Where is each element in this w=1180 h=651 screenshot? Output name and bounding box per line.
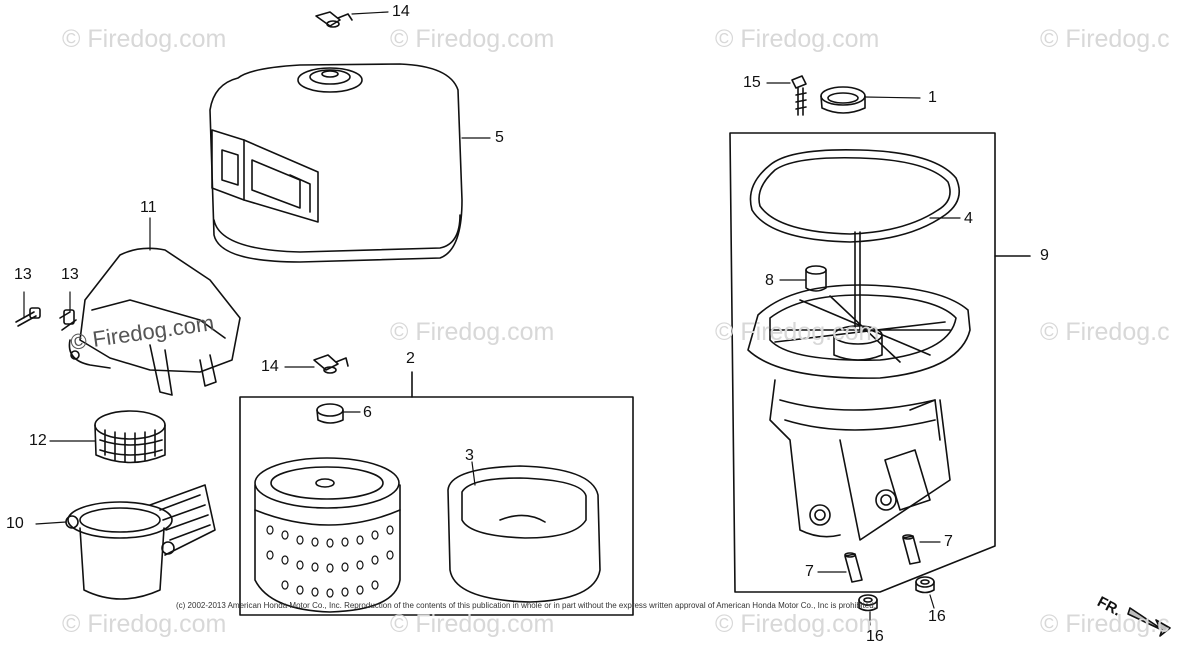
part-3-foam-element xyxy=(447,465,601,603)
part-9-case xyxy=(747,231,971,541)
watermark: © Firedog.c xyxy=(1040,25,1170,53)
callout-7-right: 7 xyxy=(944,533,953,550)
watermark: © Firedog.c xyxy=(1040,610,1170,638)
callout-8: 8 xyxy=(765,272,774,289)
part-5-cover xyxy=(209,63,463,263)
part-13-bolts xyxy=(15,307,77,331)
part-6-grommet xyxy=(316,403,344,424)
callout-1: 1 xyxy=(928,89,937,106)
watermark: © Firedog.com xyxy=(390,318,555,346)
part-8-collar xyxy=(805,265,827,292)
callout-10: 10 xyxy=(6,515,24,532)
callout-14-mid: 14 xyxy=(261,358,279,375)
callout-16-left: 16 xyxy=(866,628,884,645)
part-2-frame xyxy=(239,371,634,616)
watermark: © Firedog.com xyxy=(715,25,880,53)
part-12-screen xyxy=(94,410,166,464)
watermark: © Firedog.com xyxy=(62,25,227,53)
watermark: © Firedog.com xyxy=(715,318,880,346)
watermark: © Firedog.com xyxy=(715,610,880,638)
part-11-intake-cover xyxy=(68,247,241,396)
part-1-ring xyxy=(820,86,866,114)
callout-16-right: 16 xyxy=(928,608,946,625)
part-9-frame xyxy=(729,132,1031,593)
callout-5: 5 xyxy=(495,129,504,146)
callout-4: 4 xyxy=(964,210,973,227)
watermark: © Firedog.com xyxy=(390,25,555,53)
part-14-mid-wingnut xyxy=(313,354,349,374)
watermark: © Firedog.c xyxy=(1040,318,1170,346)
part-7-tubes xyxy=(844,534,921,583)
callout-13-right: 13 xyxy=(61,266,79,283)
callout-14-top: 14 xyxy=(392,3,410,20)
callout-3: 3 xyxy=(465,447,474,464)
part-15-bolt xyxy=(791,75,807,116)
callout-9: 9 xyxy=(1040,247,1049,264)
callout-6: 6 xyxy=(363,404,372,421)
watermark: © Firedog.com xyxy=(390,610,555,638)
part-10-elbow xyxy=(65,484,216,600)
callout-7-left: 7 xyxy=(805,563,814,580)
leader-lines xyxy=(23,11,961,626)
callout-15: 15 xyxy=(743,74,761,91)
part-16-nuts xyxy=(858,576,935,612)
callout-11: 11 xyxy=(140,199,157,216)
part-4-gasket xyxy=(749,148,960,243)
callout-2: 2 xyxy=(406,350,415,367)
part-14-top-wingnut xyxy=(315,11,353,28)
watermark: © Firedog.com xyxy=(62,610,227,638)
callout-13-left: 13 xyxy=(14,266,32,283)
part-2-filter-element xyxy=(254,457,401,613)
copyright-notice: (c) 2002-2013 American Honda Motor Co., … xyxy=(176,601,876,610)
fr-arrow xyxy=(1127,607,1171,637)
callout-12: 12 xyxy=(29,432,47,449)
